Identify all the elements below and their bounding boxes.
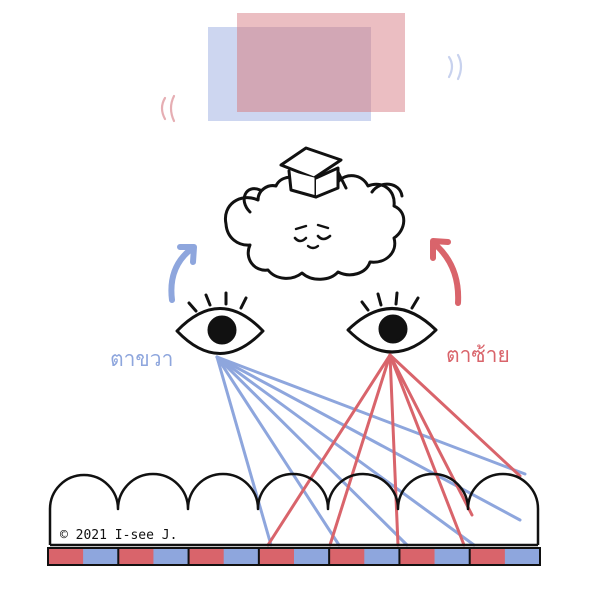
vibration-mark-left bbox=[160, 96, 167, 121]
right-eye-arrow bbox=[168, 244, 197, 303]
left-eye-strip-segment bbox=[48, 548, 84, 565]
interlaced-image-strip bbox=[48, 548, 541, 565]
vibration-marks bbox=[160, 53, 463, 123]
right-eye-label: ตาขวา bbox=[110, 347, 173, 371]
left-eye-strip-segment bbox=[399, 548, 435, 565]
left-eye-strip-segment bbox=[118, 548, 154, 565]
left-eye-strip-segment bbox=[188, 548, 225, 565]
strip-border bbox=[47, 547, 541, 566]
left-eye-sight-lines bbox=[266, 353, 522, 547]
right-eye-strip-segment bbox=[153, 548, 189, 565]
left-eye-strip-segment bbox=[469, 548, 506, 565]
copyright-text: © 2021 I-see J. bbox=[60, 528, 177, 543]
lenticular-lens-array bbox=[48, 472, 540, 547]
left-eye-strip-segment bbox=[329, 548, 365, 565]
stereo-images bbox=[208, 13, 405, 121]
curved-arrow-icon bbox=[168, 247, 193, 303]
right-eye-strip-segment bbox=[434, 548, 471, 565]
left-eye bbox=[346, 291, 438, 354]
right-eye-strip-segment bbox=[364, 548, 400, 565]
vibration-mark-right bbox=[456, 53, 463, 81]
right-eye bbox=[175, 291, 265, 355]
graduation-cap-icon bbox=[279, 146, 348, 199]
vibration-mark-right bbox=[447, 55, 454, 79]
overlap-region bbox=[237, 27, 371, 112]
vibration-mark-left bbox=[169, 94, 176, 123]
right-eye-strip-segment bbox=[83, 548, 119, 565]
curved-arrow-icon bbox=[434, 243, 462, 306]
right-eye-strip-segment bbox=[294, 548, 330, 565]
right-eye-strip-segment bbox=[504, 548, 541, 565]
eye-icon bbox=[346, 291, 438, 354]
left-eye-strip-segment bbox=[258, 548, 295, 565]
left-eye-arrow bbox=[430, 238, 462, 306]
right-eye-strip-segment bbox=[223, 548, 260, 565]
left-eye-label: ตาซ้าย bbox=[446, 343, 510, 367]
eye-icon bbox=[175, 291, 265, 355]
